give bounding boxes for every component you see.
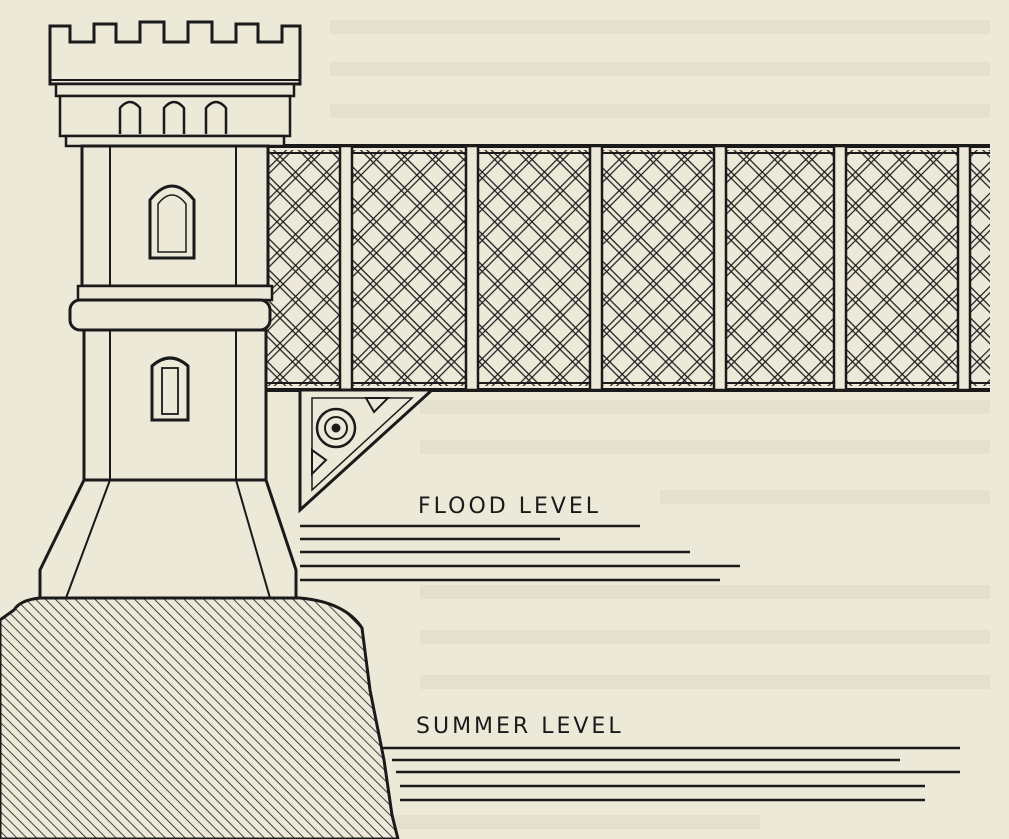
lattice-web: [266, 150, 990, 386]
crenel-windows: [118, 100, 228, 134]
battlements: [48, 20, 302, 86]
summer-water-lines: [380, 746, 960, 802]
flood-water-lines: [300, 524, 740, 582]
background-bleed-text: [200, 20, 990, 829]
castle-tower: [38, 20, 302, 600]
rocky-bank: [0, 593, 400, 839]
summer-level-label: SUMMER LEVEL: [416, 714, 624, 739]
vertical-posts: [338, 144, 972, 392]
string-course: [68, 298, 272, 332]
tower-base: [38, 478, 298, 600]
lattice-girder: [266, 144, 990, 392]
corner-bracket: [298, 388, 436, 514]
flood-level-label: FLOOD LEVEL: [418, 494, 601, 519]
